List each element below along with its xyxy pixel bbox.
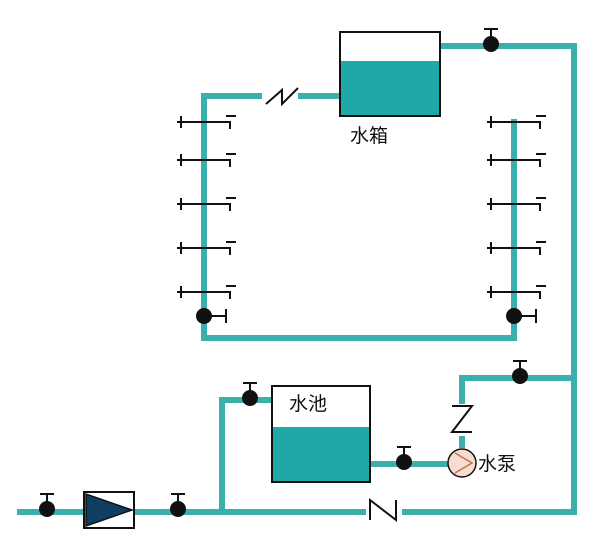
- faucet-icon: [177, 197, 236, 211]
- faucet-icon: [177, 115, 236, 129]
- faucet-icon: [177, 241, 236, 255]
- gate-valve-pump-branch: [512, 360, 528, 384]
- right-faucet-group: [487, 115, 546, 299]
- faucet-icon: [487, 197, 546, 211]
- water-tank-label: 水箱: [350, 125, 388, 147]
- gate-valve-left-riser: [196, 308, 227, 324]
- gate-valve-right-riser: [506, 308, 537, 324]
- bottom-loop-pipe: [201, 119, 517, 341]
- faucet-icon: [487, 241, 546, 255]
- gate-valve-pool-outlet: [396, 446, 412, 470]
- gate-valve-tank-inlet: [483, 28, 499, 52]
- faucet-icon: [487, 115, 546, 129]
- pump-discharge-pipe: [459, 375, 577, 448]
- left-faucet-group: [177, 115, 236, 299]
- gate-valve-inlet: [39, 493, 55, 517]
- water-pump-label: 水泵: [478, 453, 516, 475]
- water-pool-label: 水池: [289, 393, 327, 415]
- check-valve-pump: [448, 404, 476, 436]
- water-pool: [271, 385, 371, 483]
- pool-water-level: [273, 427, 369, 481]
- pool-inlet-pipe: [219, 397, 275, 515]
- faucet-icon: [177, 285, 236, 299]
- faucet-icon: [177, 153, 236, 167]
- faucet-icon: [487, 153, 546, 167]
- water-pump-icon: [447, 448, 477, 478]
- water-tank: [339, 31, 441, 117]
- gate-valve-pool-inlet: [242, 382, 258, 406]
- gate-valve-after-meter: [170, 493, 186, 517]
- tank-water-level: [341, 61, 439, 115]
- check-valve-top: [262, 87, 299, 107]
- faucet-icon: [487, 285, 546, 299]
- water-meter-icon: [83, 491, 135, 529]
- tank-outlet-pipe: [201, 93, 343, 341]
- check-valve-bottom: [366, 497, 402, 524]
